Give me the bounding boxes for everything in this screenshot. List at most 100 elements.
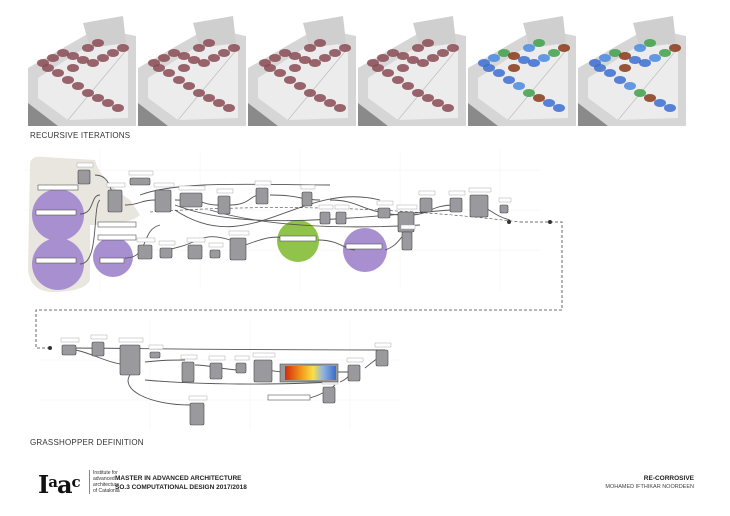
component-label-bubble <box>346 357 364 363</box>
gh-component <box>229 237 247 261</box>
component-label-bubble <box>374 342 392 348</box>
component-label-bubble <box>400 224 416 230</box>
gh-component <box>322 386 336 404</box>
gh-component <box>77 169 91 185</box>
institute-line: of Catalonia <box>93 488 120 494</box>
component-label-bubble <box>60 337 80 343</box>
component-label-bubble <box>188 395 208 401</box>
gh-component <box>347 364 361 382</box>
component-label-bubble <box>376 200 394 206</box>
gh-component <box>119 344 141 376</box>
gh-component <box>209 362 223 380</box>
component-label-bubble <box>136 237 156 243</box>
number-slider <box>35 257 77 264</box>
connector-dashed <box>35 221 563 349</box>
component-label-bubble <box>153 182 175 188</box>
component-label-bubble <box>254 180 272 186</box>
gh-component <box>499 204 509 214</box>
component-label-bubble <box>128 170 154 176</box>
number-slider <box>37 184 79 191</box>
component-label-bubble <box>396 204 418 210</box>
gh-component <box>255 187 269 205</box>
gh-component <box>377 207 391 219</box>
number-slider <box>345 243 383 250</box>
gh-component <box>154 189 172 213</box>
program-name: MASTER IN ADVANCED ARCHITECTURE <box>115 475 242 482</box>
component-label-bubble <box>234 355 250 361</box>
gh-component <box>149 351 161 359</box>
number-slider <box>97 234 137 241</box>
project-title: RE-CORROSIVE <box>643 475 694 482</box>
gh-component <box>107 189 123 213</box>
gh-component <box>301 191 313 207</box>
component-label-bubble <box>180 354 198 360</box>
number-slider <box>279 235 317 242</box>
component-label-bubble <box>300 184 316 190</box>
component-label-bubble <box>498 197 512 203</box>
iteration-3-render <box>248 16 356 126</box>
gh-component <box>335 211 347 225</box>
recursive-iterations-label: RECURSIVE ITERATIONS <box>30 131 131 140</box>
author-name: MOHAMED IFTHIKAR NOORDEEN <box>605 484 694 490</box>
project-info: RE-CORROSIVE MOHAMED IFTHIKAR NOORDEEN <box>605 474 694 492</box>
gh-component <box>129 177 151 186</box>
iteration-1-render <box>28 16 136 126</box>
gradient-swatch <box>285 366 336 380</box>
number-slider <box>267 394 311 401</box>
component-label-bubble <box>106 182 126 188</box>
gh-component <box>319 211 331 225</box>
gh-component <box>401 231 413 251</box>
component-label-bubble <box>186 237 206 243</box>
institute-line: architecture <box>93 482 120 488</box>
gh-component <box>61 344 77 356</box>
slider-group-circle <box>32 238 84 290</box>
gh-component <box>91 341 105 357</box>
gh-component <box>253 359 273 383</box>
gh-component <box>159 247 173 259</box>
program-info: MASTER IN ADVANCED ARCHITECTURE SO.3 COM… <box>115 474 247 492</box>
grasshopper-definition-canvas <box>25 150 563 430</box>
iaac-logo: Iaac <box>38 470 81 499</box>
iteration-6-colored-render <box>578 16 686 126</box>
gh-component <box>137 244 153 260</box>
gh-component <box>449 197 463 213</box>
components <box>35 162 512 426</box>
param-group-circle <box>93 237 133 277</box>
component-label-bubble <box>216 188 234 194</box>
component-label-bubble <box>178 185 206 191</box>
component-label-bubble <box>208 242 224 248</box>
gh-component <box>187 244 203 260</box>
component-label-bubble <box>418 190 436 196</box>
number-slider <box>97 221 137 228</box>
component-label-bubble <box>228 230 250 236</box>
component-label-bubble <box>468 187 492 193</box>
iteration-4-render <box>358 16 466 126</box>
component-label-bubble <box>252 352 276 358</box>
component-label-bubble <box>318 204 334 210</box>
component-label-bubble <box>208 355 226 361</box>
gh-component <box>469 194 489 218</box>
component-label-bubble <box>90 334 108 340</box>
institute-line: Institute for <box>93 470 118 476</box>
grasshopper-definition-label: GRASSHOPPER DEFINITION <box>30 438 144 447</box>
course-name: SO.3 COMPUTATIONAL DESIGN 2017/2018 <box>115 484 247 491</box>
gh-component <box>235 362 247 374</box>
gh-component <box>375 349 389 367</box>
gh-component <box>419 197 433 213</box>
gh-component <box>179 192 203 208</box>
gh-component <box>209 249 221 259</box>
institute-name: Institute for advanced architecture of C… <box>89 470 120 494</box>
component-label-bubble <box>448 190 466 196</box>
param-group-circle <box>343 228 387 272</box>
component-label-bubble <box>334 204 350 210</box>
gh-component <box>189 402 205 426</box>
component-label-bubble <box>118 337 144 343</box>
institute-line: advanced <box>93 476 115 482</box>
component-label-bubble <box>148 344 164 350</box>
number-slider <box>35 209 77 216</box>
iteration-5-colored-render <box>468 16 576 126</box>
number-slider <box>99 257 125 264</box>
iteration-2-render <box>138 16 246 126</box>
gh-component <box>217 195 231 215</box>
component-label-bubble <box>158 240 176 246</box>
